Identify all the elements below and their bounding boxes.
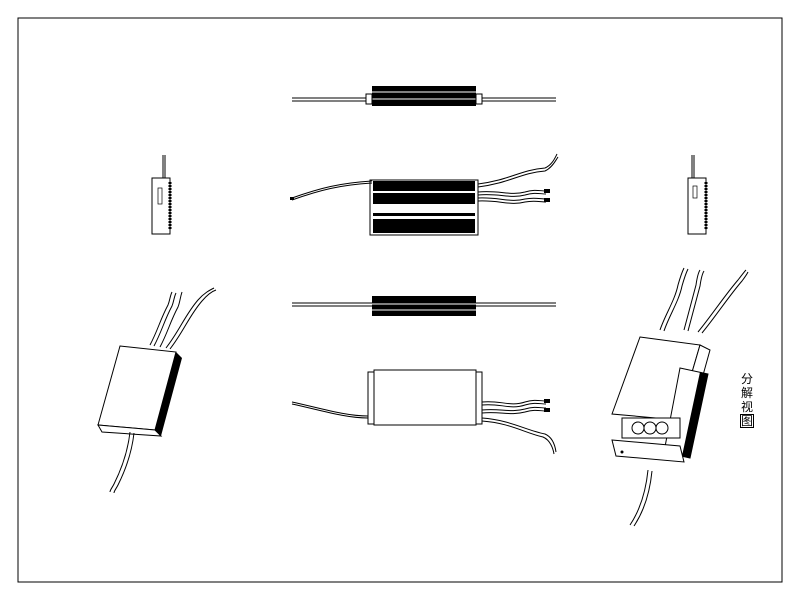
front-view-with-fins bbox=[290, 153, 559, 236]
label-char: 解 bbox=[740, 386, 753, 400]
label-char: 视 bbox=[740, 400, 753, 414]
isometric-assembled-view bbox=[97, 287, 217, 494]
top-side-profile-view bbox=[292, 86, 556, 106]
exploded-view-label: 分 解 视 图 bbox=[740, 372, 754, 428]
left-end-view bbox=[151, 155, 172, 235]
label-char: 图 bbox=[740, 414, 754, 428]
bottom-side-profile-view bbox=[292, 296, 556, 316]
isometric-exploded-view bbox=[611, 267, 749, 527]
right-end-view bbox=[687, 155, 708, 235]
back-view-cover bbox=[291, 369, 557, 455]
drawing-frame bbox=[17, 17, 783, 583]
label-char: 分 bbox=[740, 372, 753, 386]
